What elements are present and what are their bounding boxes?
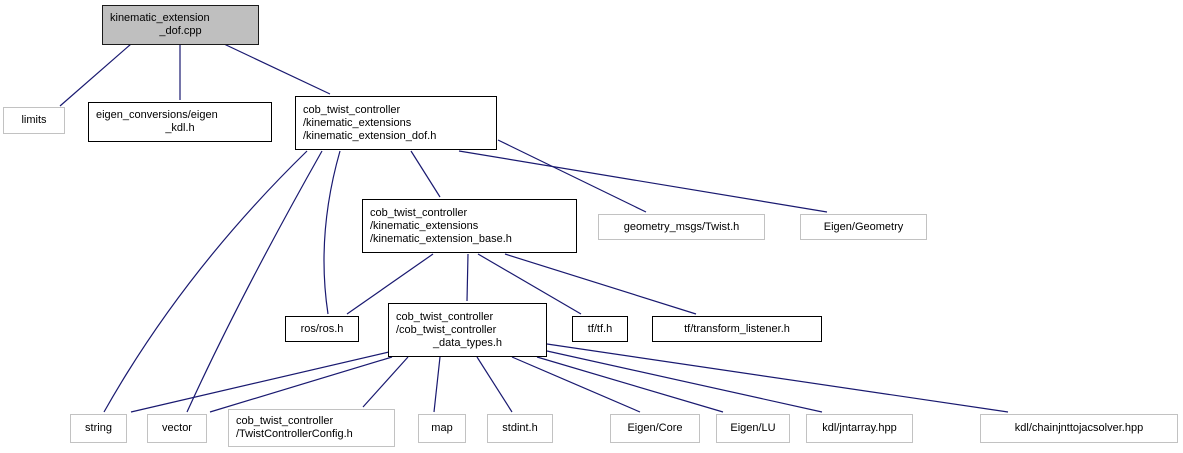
edge-cob-twist-controller-data-types-h--vector <box>209 356 393 413</box>
node-label-line: kdl/chainjnttojacsolver.hpp <box>1014 422 1144 434</box>
node-stdint-h: stdint.h <box>487 414 553 443</box>
node-label-line: stdint.h <box>502 422 538 434</box>
edge-kinematic-extension-base-h--cob-twist-controller-data-types-h <box>466 253 469 302</box>
edge-kinematic-extension-base-h--tf-transform-listener-h <box>504 253 697 315</box>
edge-cob-twist-controller-data-types-h--stdint-h <box>476 356 513 413</box>
node-label-line: tf/transform_listener.h <box>684 322 790 335</box>
node-vector: vector <box>147 414 207 443</box>
node-label-line: /kinematic_extension_dof.h <box>303 129 437 142</box>
node-label-line: Eigen/LU <box>730 422 776 434</box>
node-eigen-lu: Eigen/LU <box>716 414 790 443</box>
node-label-line: geometry_msgs/Twist.h <box>623 220 740 233</box>
node-ros-ros-h[interactable]: ros/ros.h <box>285 316 359 342</box>
edge-kinematic-extension-dof-h--string <box>103 150 308 413</box>
edge-cob-twist-controller-data-types-h--kdl-chainjnttojacsolver-hpp <box>546 343 1009 413</box>
node-kdl-chainjnttojacsolver-hpp: kdl/chainjnttojacsolver.hpp <box>980 414 1178 443</box>
node-label-line: _dof.cpp <box>159 25 202 37</box>
node-label-line: kinematic_extension <box>110 12 210 24</box>
node-label-line: /kinematic_extension_base.h <box>370 232 512 245</box>
edge-kinematic-extension-dof-h--vector <box>186 150 323 413</box>
node-label-line: kdl/jntarray.hpp <box>822 422 897 434</box>
edge-cob-twist-controller-data-types-h--map <box>433 356 441 413</box>
node-label-line: cob_twist_controller <box>236 415 334 427</box>
edge-cob-twist-controller-data-types-h--eigen-lu <box>536 356 724 413</box>
node-label-line: Eigen/Core <box>627 422 683 434</box>
node-twist-controller-config-h: cob_twist_controller/TwistControllerConf… <box>228 409 395 447</box>
node-label-line: /cob_twist_controller <box>396 323 497 336</box>
node-geometry-msgs-twist-h: geometry_msgs/Twist.h <box>598 214 765 240</box>
edge-cob-twist-controller-data-types-h--kdl-jntarray-hpp <box>546 350 823 413</box>
node-eigen-geometry: Eigen/Geometry <box>800 214 927 240</box>
edge-kinematic-extension-dof-h--geometry-msgs-twist-h <box>497 139 647 213</box>
edge-kinematic-extension-base-h--ros-ros-h <box>346 253 434 315</box>
node-kdl-jntarray-hpp: kdl/jntarray.hpp <box>806 414 913 443</box>
node-label-line: limits <box>21 114 47 126</box>
edge-kinematic-extension-dof-h--kinematic-extension-base-h <box>410 150 441 198</box>
node-kinematic-extension-base-h[interactable]: cob_twist_controller/kinematic_extension… <box>362 199 577 253</box>
edge-kinematic-extension-dof-cpp--limits <box>59 43 132 107</box>
edge-kinematic-extension-dof-h--eigen-geometry <box>458 150 828 213</box>
node-label-line: vector <box>162 422 192 434</box>
edge-cob-twist-controller-data-types-h--eigen-core <box>511 356 641 413</box>
node-label-line: eigen_conversions/eigen <box>96 109 218 121</box>
edge-kinematic-extension-dof-h--ros-ros-h <box>323 150 341 315</box>
edge-cob-twist-controller-data-types-h--twist-controller-config-h <box>362 356 409 408</box>
edge-kinematic-extension-dof-cpp--kinematic-extension-dof-h <box>223 43 331 95</box>
node-limits: limits <box>3 107 65 134</box>
node-label-line: /kinematic_extensions <box>303 116 412 129</box>
node-map: map <box>418 414 466 443</box>
node-string: string <box>70 414 127 443</box>
node-label-line: /TwistControllerConfig.h <box>236 428 353 440</box>
node-eigen-conversions-eigen-kdl-h[interactable]: eigen_conversions/eigen_kdl.h <box>88 102 272 142</box>
node-kinematic-extension-dof-cpp: kinematic_extension_dof.cpp <box>102 5 259 45</box>
node-label-line: /kinematic_extensions <box>370 219 479 232</box>
node-label-line: ros/ros.h <box>300 322 344 335</box>
node-label-line: Eigen/Geometry <box>823 220 904 233</box>
edge-kinematic-extension-base-h--tf-tf-h <box>477 253 582 315</box>
node-tf-tf-h[interactable]: tf/tf.h <box>572 316 628 342</box>
node-label-line: _data_types.h <box>432 336 503 349</box>
node-label-line: _kdl.h <box>165 122 195 134</box>
node-label-line: cob_twist_controller <box>303 103 401 116</box>
node-tf-transform-listener-h[interactable]: tf/transform_listener.h <box>652 316 822 342</box>
node-label-line: cob_twist_controller <box>370 206 468 219</box>
node-cob-twist-controller-data-types-h[interactable]: cob_twist_controller/cob_twist_controlle… <box>388 303 547 357</box>
edge-group <box>59 43 1009 413</box>
node-kinematic-extension-dof-h[interactable]: cob_twist_controller/kinematic_extension… <box>295 96 497 150</box>
node-label-line: cob_twist_controller <box>396 310 494 323</box>
edge-cob-twist-controller-data-types-h--string <box>130 351 390 413</box>
node-eigen-core: Eigen/Core <box>610 414 700 443</box>
node-label-line: string <box>85 422 112 434</box>
node-label-line: map <box>431 422 453 434</box>
node-label-line: tf/tf.h <box>587 322 613 335</box>
